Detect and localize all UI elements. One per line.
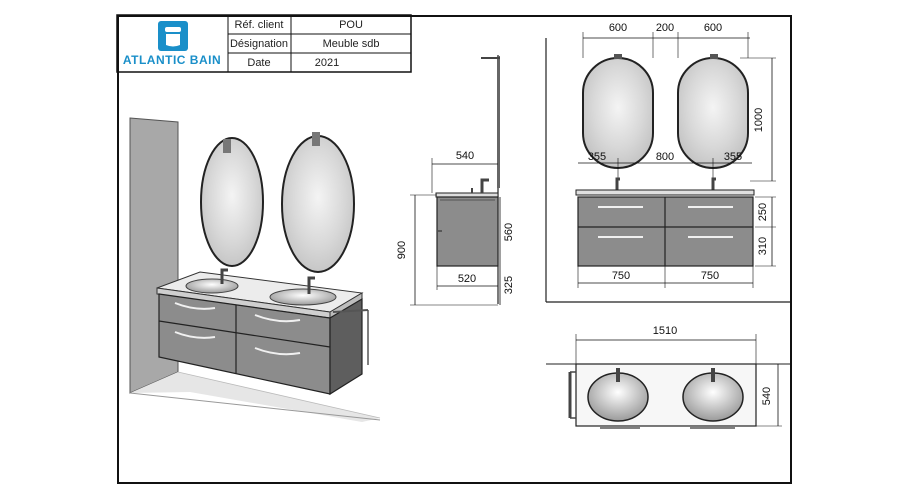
dim-side-depth: 540	[456, 150, 474, 162]
basin-right-3d	[269, 288, 337, 306]
title-block: ATLANTIC BAIN Réf. client POU Désignatio…	[116, 14, 412, 73]
mirror-light-left	[223, 139, 231, 153]
designation-value: Meuble sdb	[323, 38, 380, 50]
dim-drawer-width-left: 750	[612, 270, 630, 282]
date-label: Date	[247, 57, 270, 69]
dim-edge-right: 355	[724, 151, 742, 163]
dim-side-leg-height: 325	[503, 276, 515, 294]
perspective-view	[129, 117, 381, 422]
date-value: 2021	[315, 57, 339, 69]
dim-side-total-height: 900	[396, 241, 408, 259]
dim-edge-left: 355	[588, 151, 606, 163]
dim-side-cabinet-height: 560	[503, 223, 515, 241]
faucet-left-3d	[220, 268, 228, 284]
dim-mirror-height: 1000	[753, 108, 765, 132]
dim-mirror-width-right: 600	[704, 22, 722, 34]
faucet-right-3d	[307, 276, 315, 294]
cabinet-side-3d	[329, 297, 363, 396]
basin-left-3d	[185, 278, 239, 294]
mirror-right-3d	[281, 135, 355, 273]
dim-top-total-width: 1510	[653, 325, 677, 337]
brand-logo: ATLANTIC BAIN	[123, 21, 221, 67]
dim-top-depth: 540	[761, 387, 773, 405]
mirror-light-right	[312, 132, 320, 146]
dim-mirror-width-left: 600	[609, 22, 627, 34]
side-view: 540 900 560 325 520	[396, 55, 515, 306]
ref-client-label: Réf. client	[235, 19, 284, 31]
front-view: 600 200 600 1000 355 800 355 250	[545, 22, 790, 303]
dim-bottom-drawer-height: 310	[757, 237, 769, 255]
dim-side-base-depth: 520	[458, 273, 476, 285]
towel-bar-3d	[332, 309, 369, 313]
cabinet-side-view	[436, 196, 499, 267]
mirror-left-3d	[200, 137, 264, 267]
designation-label: Désignation	[230, 38, 288, 50]
ref-client-value: POU	[339, 19, 363, 31]
dim-mirror-gap: 200	[656, 22, 674, 34]
dim-drawer-width-right: 750	[701, 270, 719, 282]
brand-name: ATLANTIC BAIN	[123, 53, 221, 67]
top-view: 1510 540	[546, 325, 790, 429]
dim-center-spacing: 800	[656, 151, 674, 163]
faucet-side	[480, 178, 489, 193]
dim-top-drawer-height: 250	[757, 203, 769, 221]
